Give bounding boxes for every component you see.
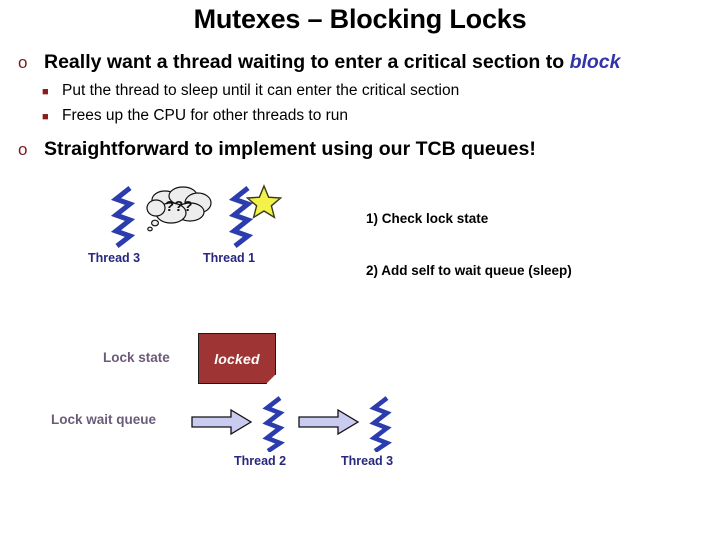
star-icon: [246, 184, 282, 219]
bullet-item-2: o Straightforward to implement using our…: [18, 138, 536, 161]
sub-bullet-text-1: Put the thread to sleep until it can ent…: [62, 82, 460, 99]
step-note-1: 1) Check lock state: [366, 211, 489, 226]
bullet-marker-circle-icon: o: [18, 140, 28, 159]
sub-bullet-marker-square-icon: ■: [42, 86, 49, 98]
bullet-item-1: o Really want a thread waiting to enter …: [18, 51, 621, 74]
lock-state-value: locked: [214, 350, 260, 367]
sub-bullet-text-2: Frees up the CPU for other threads to ru…: [62, 107, 349, 124]
emphasis-block: block: [569, 51, 621, 73]
thread-icon-thread3-queue: [369, 396, 392, 452]
lock-state-label: Lock state: [103, 350, 170, 365]
thread-icon-thread3-top: [110, 186, 136, 248]
thread-label-thread1-top: Thread 1: [203, 251, 256, 265]
page-fold-corner-icon: [266, 374, 276, 384]
thread-label-thread2-queue: Thread 2: [234, 454, 287, 468]
bullet-marker-circle-icon: o: [18, 53, 28, 72]
queue-arrow-icon-1: [191, 409, 253, 435]
bullet-text-1: Really want a thread waiting to enter a …: [44, 51, 570, 73]
thread-icon-thread1-top: [228, 186, 254, 248]
sub-bullet-item-2: ■ Frees up the CPU for other threads to …: [42, 107, 348, 125]
step-note-2: 2) Add self to wait queue (sleep): [366, 263, 572, 278]
thread-icon-thread2-queue: [262, 396, 285, 452]
thought-bubble-icon: ???: [146, 186, 212, 232]
queue-arrow-icon-2: [298, 409, 360, 435]
sub-bullet-marker-square-icon: ■: [42, 111, 49, 123]
sub-bullet-item-1: ■ Put the thread to sleep until it can e…: [42, 82, 459, 100]
lock-wait-queue-label: Lock wait queue: [51, 412, 157, 427]
bullet-text-2: Straightforward to implement using our T…: [44, 138, 536, 160]
thread-label-thread3-top: Thread 3: [88, 251, 141, 265]
lock-state-box[interactable]: locked: [198, 333, 276, 384]
thread-label-thread3-queue: Thread 3: [341, 454, 394, 468]
page-title: Mutexes – Blocking Locks: [193, 4, 527, 34]
bubble-text: ???: [165, 198, 193, 215]
